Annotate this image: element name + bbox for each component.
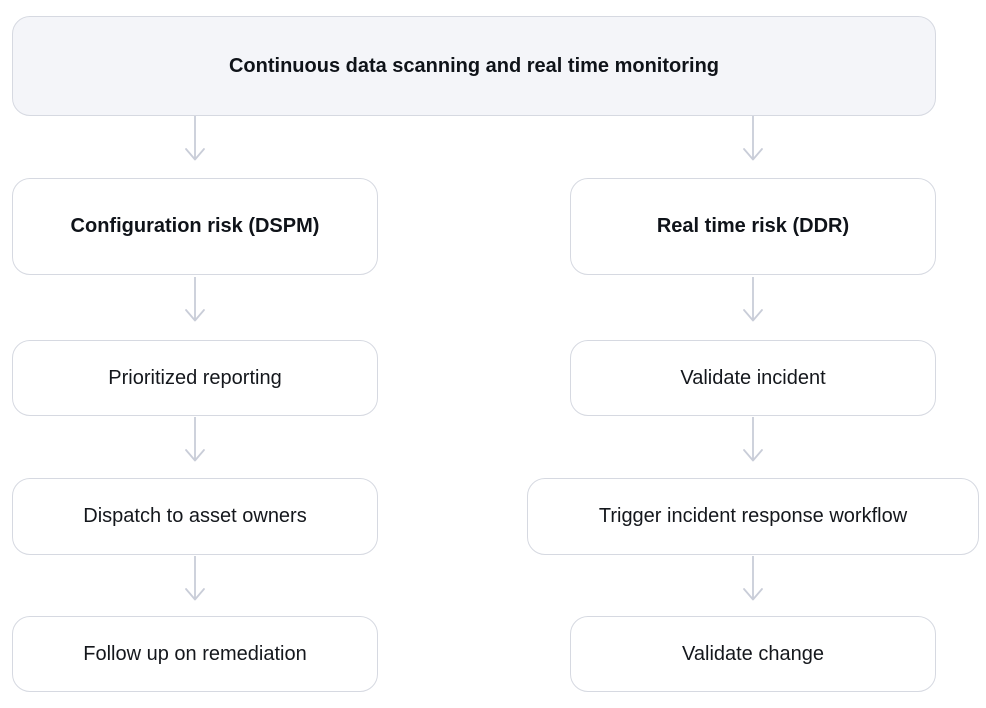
node-label: Validate incident bbox=[680, 366, 826, 389]
down-arrow-icon bbox=[740, 116, 766, 162]
node-validate-incident: Validate incident bbox=[570, 340, 936, 416]
down-arrow-icon bbox=[182, 417, 208, 463]
down-arrow-icon bbox=[740, 277, 766, 323]
node-label: Real time risk (DDR) bbox=[656, 215, 850, 237]
node-real-time-risk-ddr: Real time risk (DDR) bbox=[570, 178, 936, 275]
down-arrow-icon bbox=[182, 116, 208, 162]
node-dispatch-to-asset-owners: Dispatch to asset owners bbox=[12, 478, 378, 555]
node-trigger-incident-response-workflow: Trigger incident response workflow bbox=[527, 478, 979, 555]
node-label: Configuration risk (DSPM) bbox=[70, 215, 320, 237]
node-label: Dispatch to asset owners bbox=[83, 505, 307, 527]
down-arrow-icon bbox=[740, 556, 766, 602]
node-validate-change: Validate change bbox=[570, 616, 936, 692]
node-label: Validate change bbox=[682, 642, 824, 665]
down-arrow-icon bbox=[740, 417, 766, 463]
node-follow-up-on-remediation: Follow up on remediation bbox=[12, 616, 378, 692]
node-continuous-data-scanning: Continuous data scanning and real time m… bbox=[12, 16, 936, 116]
node-configuration-risk-dspm: Configuration risk (DSPM) bbox=[12, 178, 378, 275]
down-arrow-icon bbox=[182, 277, 208, 323]
node-prioritized-reporting: Prioritized reporting bbox=[12, 340, 378, 416]
node-label: Follow up on remediation bbox=[83, 642, 307, 665]
down-arrow-icon bbox=[182, 556, 208, 602]
node-label: Trigger incident response workflow bbox=[598, 505, 908, 527]
node-label: Prioritized reporting bbox=[108, 366, 282, 389]
node-label: Continuous data scanning and real time m… bbox=[228, 54, 720, 77]
